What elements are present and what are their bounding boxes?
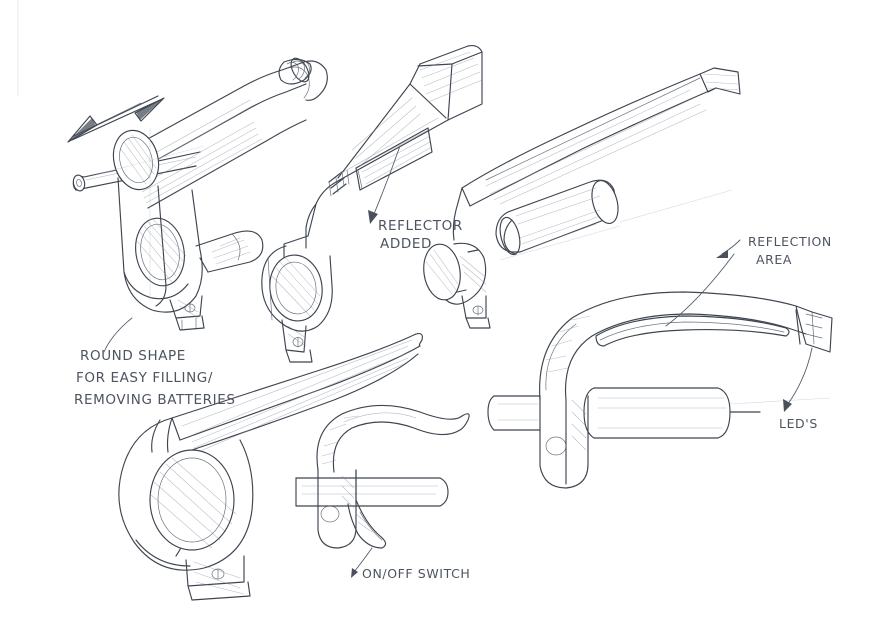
reflection-area-line-2: AREA (756, 252, 792, 267)
reflection-area-line-1: REFLECTION (748, 234, 832, 249)
double-headed-arrow-icon (67, 95, 165, 143)
round-shape-note: ROUND SHAPE FOR EASY FILLING/ REMOVING B… (74, 348, 236, 408)
leds-callout (783, 347, 813, 412)
reflection-area-callout (665, 239, 741, 327)
clamp-ring-2 (261, 245, 333, 363)
reflector-note-line-2: ADDED (380, 236, 432, 252)
round-shape-line-3: REMOVING BATTERIES (74, 392, 236, 408)
onoff-note: ON/OFF SWITCH (362, 566, 470, 581)
barrel-body (123, 57, 328, 209)
led-slots (795, 309, 823, 345)
power-button-detail (278, 58, 312, 85)
clamp-lug-5 (539, 395, 589, 489)
sketch-3-top-right (423, 67, 741, 329)
leds-note: LED'S (779, 416, 818, 431)
vent-slots (328, 169, 350, 197)
trigger-lever-1 (195, 230, 264, 273)
clamp-ring-1 (112, 129, 205, 331)
reflector-callout (368, 145, 401, 224)
sketch-5-bottom-right: REFLECTION AREA LED'S (487, 234, 833, 489)
clamp-boss-4b (317, 469, 357, 549)
reflector-note-line-1: REFLECTOR (378, 218, 463, 234)
clamp-ring-4 (118, 417, 254, 601)
cylinder-grip-3 (467, 179, 619, 256)
round-shape-line-1: ROUND SHAPE (80, 348, 186, 364)
sketch-4b-bottom-middle: ON/OFF SWITCH (295, 404, 470, 581)
sketch-1-top-left (67, 57, 328, 353)
reflector-panel (355, 127, 433, 191)
sketch-2-top-middle: REFLECTOR ADDED (261, 45, 483, 363)
reflection-band (595, 315, 790, 347)
clamp-lug-3 (423, 242, 491, 329)
sketch-4-bottom-left (118, 333, 423, 601)
round-shape-line-2: FOR EASY FILLING/ (76, 370, 213, 386)
round-shape-leader (103, 317, 133, 353)
onoff-trigger-lever (347, 499, 387, 549)
